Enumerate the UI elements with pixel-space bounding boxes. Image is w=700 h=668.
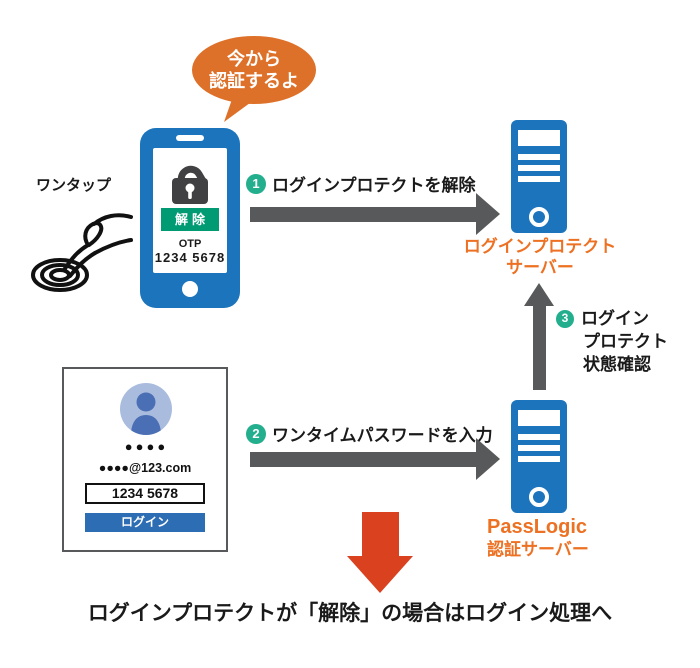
unlock-button: 解除 — [161, 208, 219, 231]
smartphone: 解除 OTP 1234 5678 — [140, 128, 240, 308]
phone-speaker — [176, 135, 204, 141]
unlock-icon — [153, 154, 227, 206]
step1-number-badge: 1 — [246, 173, 266, 194]
login-protect-server-line1: ログインプロテクト — [463, 237, 617, 256]
passlogic-server-icon — [511, 400, 567, 513]
speech-bubble-tail — [224, 88, 258, 122]
login-protect-server-label: ログインプロテクト サーバー — [455, 236, 625, 278]
step3-line3: 状態確認 — [583, 355, 651, 374]
speech-bubble-line2: 認証するよ — [209, 71, 299, 91]
tap-hand-icon — [31, 213, 133, 292]
login-protect-server-icon — [511, 120, 567, 233]
one-tap-label: ワンタップ — [36, 177, 112, 194]
result-arrow-down-icon — [347, 556, 413, 593]
step3-number-badge: 3 — [556, 309, 574, 328]
speech-bubble: 今から 認証するよ — [192, 36, 316, 104]
phone-home-button — [182, 281, 198, 297]
step3-line1: ログイン — [581, 309, 649, 328]
step3-arrow-shaft — [533, 305, 546, 390]
step3-label: 3 ログイン プロテクト 状態確認 — [556, 307, 668, 376]
otp-value: 1234 5678 — [154, 250, 226, 265]
step2-row: 2 ワンタイムパスワードを入力 — [246, 421, 493, 446]
email-text: ●●●●@123.com — [98, 461, 192, 475]
speech-bubble-line1: 今から — [227, 49, 281, 69]
step2-number-badge: 2 — [246, 423, 266, 444]
user-avatar-icon — [120, 383, 172, 435]
step1-arrow-shaft — [250, 207, 478, 222]
login-button: ログイン — [85, 513, 205, 532]
otp-label: OTP — [178, 238, 202, 250]
step3-arrow-up-icon — [524, 283, 554, 306]
result-arrow-shaft — [362, 512, 399, 557]
login-form: ●●●● ●●●●@123.com 1234 5678 ログイン — [62, 367, 228, 552]
step3-line2: プロテクト — [583, 332, 668, 351]
step1-arrow-right-icon — [476, 193, 500, 235]
step1-row: 1 ログインプロテクトを解除 — [246, 171, 476, 196]
step2-arrow-right-icon — [476, 438, 500, 480]
password-dots: ●●●● — [124, 439, 169, 454]
step2-arrow-shaft — [250, 452, 478, 467]
passlogic-server-label: PassLogic 認証サーバー — [487, 516, 589, 560]
step1-label: ログインプロテクトを解除 — [272, 176, 476, 195]
login-protect-server-line2: サーバー — [506, 258, 574, 277]
footer-caption: ログインプロテクトが「解除」の場合はログイン処理へ — [87, 602, 613, 625]
passlogic-server-line2: 認証サーバー — [487, 540, 589, 559]
step2-label: ワンタイムパスワードを入力 — [272, 426, 493, 445]
otp-input-field: 1234 5678 — [85, 483, 205, 504]
passlogic-server-line1: PassLogic — [487, 516, 588, 538]
phone-screen: 解除 OTP 1234 5678 — [153, 148, 227, 273]
